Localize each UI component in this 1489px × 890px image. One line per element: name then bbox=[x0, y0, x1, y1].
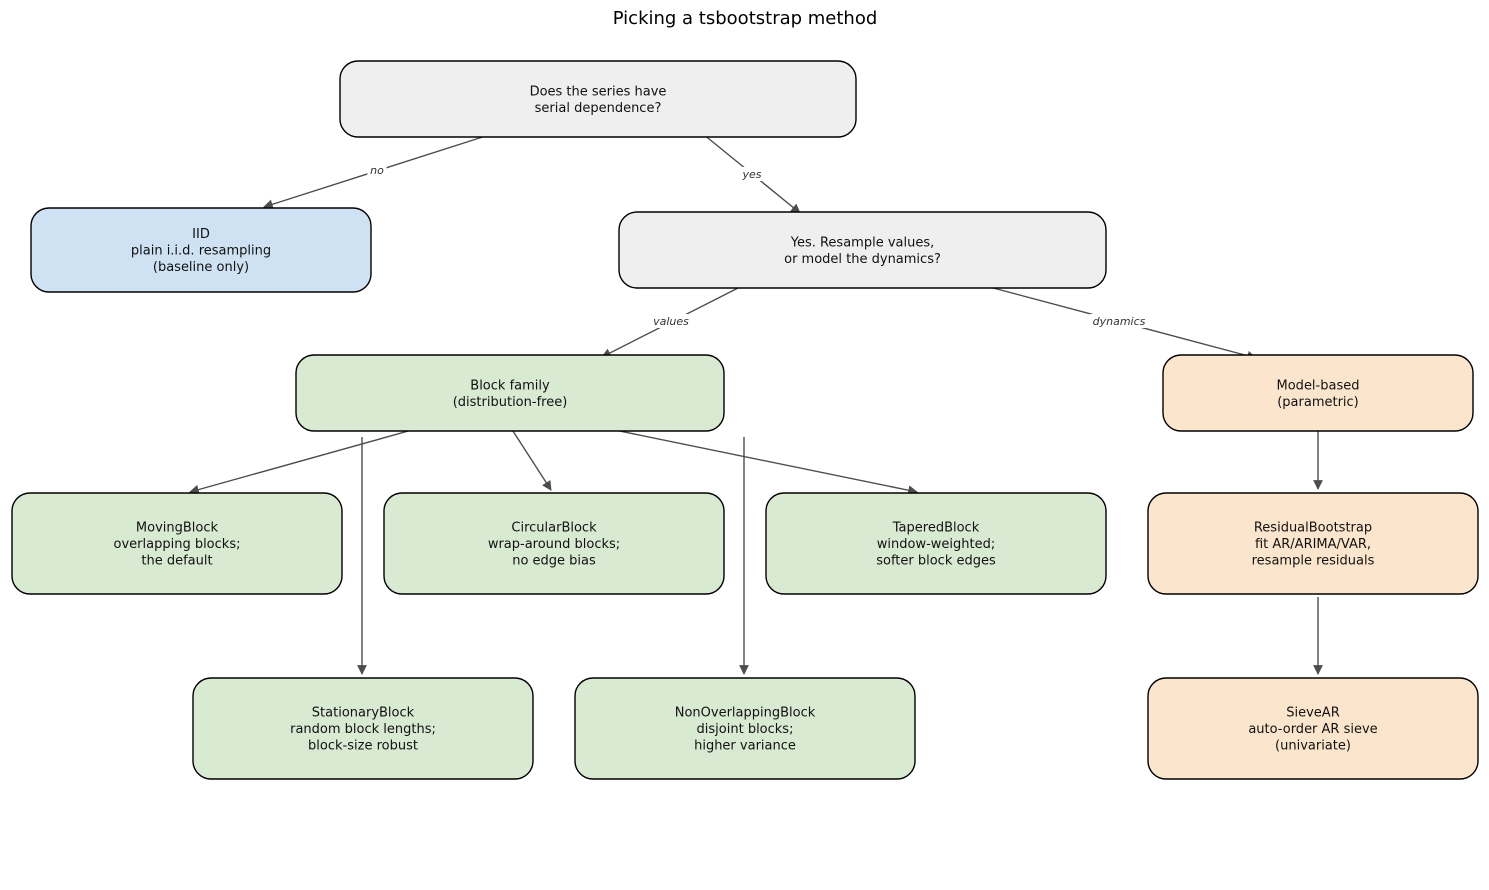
node-nonoverlapping-line-2: higher variance bbox=[694, 739, 796, 754]
node-moving-line-0: MovingBlock bbox=[136, 521, 219, 536]
node-sievear-line-0: SieveAR bbox=[1286, 706, 1339, 721]
node-q2-line-1: or model the dynamics? bbox=[784, 252, 941, 267]
edge-block_family-to-moving bbox=[189, 427, 420, 495]
node-stationary-line-0: StationaryBlock bbox=[312, 706, 415, 721]
node-box-circular bbox=[383, 492, 725, 595]
node-tapered-line-0: TaperedBlock bbox=[892, 521, 980, 536]
edge-label-values: values bbox=[653, 315, 689, 328]
edge-label-no: no bbox=[370, 164, 384, 177]
node-nonoverlapping-line-0: NonOverlappingBlock bbox=[675, 706, 816, 721]
edge-label-background bbox=[739, 167, 765, 181]
edge-label-background bbox=[367, 163, 387, 177]
node-box-tapered bbox=[765, 492, 1107, 595]
node-block_family-line-1: (distribution-free) bbox=[453, 395, 568, 410]
node-nonoverlapping-line-1: disjoint blocks; bbox=[697, 722, 794, 737]
edge-label-background bbox=[648, 314, 694, 328]
node-residual-line-2: resample residuals bbox=[1252, 554, 1375, 569]
node-box-iid bbox=[30, 207, 372, 293]
node-box-q1 bbox=[339, 60, 857, 138]
node-q1-line-1: serial dependence? bbox=[535, 101, 662, 116]
node-residual-line-0: ResidualBootstrap bbox=[1254, 521, 1372, 536]
node-box-residual bbox=[1147, 492, 1479, 595]
node-q2: Yes. Resample values, or model the dynami… bbox=[618, 211, 1107, 289]
diagram-title: Picking a tsbootstrap method bbox=[613, 8, 878, 29]
node-box-model_based bbox=[1162, 354, 1474, 432]
node-sievear-line-1: auto-order AR sieve bbox=[1248, 722, 1377, 737]
node-box-stationary bbox=[192, 677, 534, 780]
node-q2-line-0: Yes. Resample values, bbox=[790, 235, 935, 250]
node-iid-line-2: (baseline only) bbox=[153, 260, 249, 275]
nodes-layer: Does the series have serial dependence? II… bbox=[11, 60, 1479, 780]
node-circular-line-2: no edge bias bbox=[512, 554, 596, 569]
edges-layer: no yes values dynamics bbox=[189, 133, 1323, 675]
node-stationary-line-1: random block lengths; bbox=[290, 722, 436, 737]
node-sievear-line-2: (univariate) bbox=[1275, 739, 1351, 754]
node-moving-line-1: overlapping blocks; bbox=[114, 537, 241, 552]
node-block_family: Block family (distribution-free) bbox=[295, 354, 725, 432]
node-model_based-line-1: (parametric) bbox=[1277, 395, 1359, 410]
edge-block_family-to-circular bbox=[510, 427, 552, 491]
node-tapered-line-2: softer block edges bbox=[876, 554, 996, 569]
node-box-block_family bbox=[295, 354, 725, 432]
node-model_based-line-0: Model-based bbox=[1277, 378, 1360, 393]
edge-block_family-to-tapered bbox=[599, 426, 918, 496]
edge-label-dynamics: dynamics bbox=[1093, 315, 1146, 328]
node-q1: Does the series have serial dependence? bbox=[339, 60, 857, 138]
node-q1-line-0: Does the series have bbox=[530, 84, 667, 99]
node-residual-line-1: fit AR/ARIMA/VAR, bbox=[1255, 537, 1371, 552]
node-block_family-line-0: Block family bbox=[470, 378, 550, 393]
node-circular-line-1: wrap-around blocks; bbox=[488, 537, 620, 552]
node-iid-line-1: plain i.i.d. resampling bbox=[131, 244, 271, 259]
node-tapered-line-1: window-weighted; bbox=[877, 537, 995, 552]
node-model_based: Model-based (parametric) bbox=[1162, 354, 1474, 432]
node-box-q2 bbox=[618, 211, 1107, 289]
edge-label-background bbox=[1089, 314, 1149, 328]
node-iid: IID plain i.i.d. resampling(baseline only… bbox=[30, 207, 372, 293]
edge-label-yes: yes bbox=[741, 168, 761, 181]
node-box-sievear bbox=[1147, 677, 1479, 780]
node-box-nonoverlapping bbox=[574, 677, 916, 780]
node-box-moving bbox=[11, 492, 343, 595]
node-stationary-line-2: block-size robust bbox=[308, 739, 418, 754]
node-circular-line-0: CircularBlock bbox=[511, 521, 597, 536]
node-moving-line-2: the default bbox=[141, 554, 212, 569]
node-iid-line-0: IID bbox=[192, 227, 210, 242]
